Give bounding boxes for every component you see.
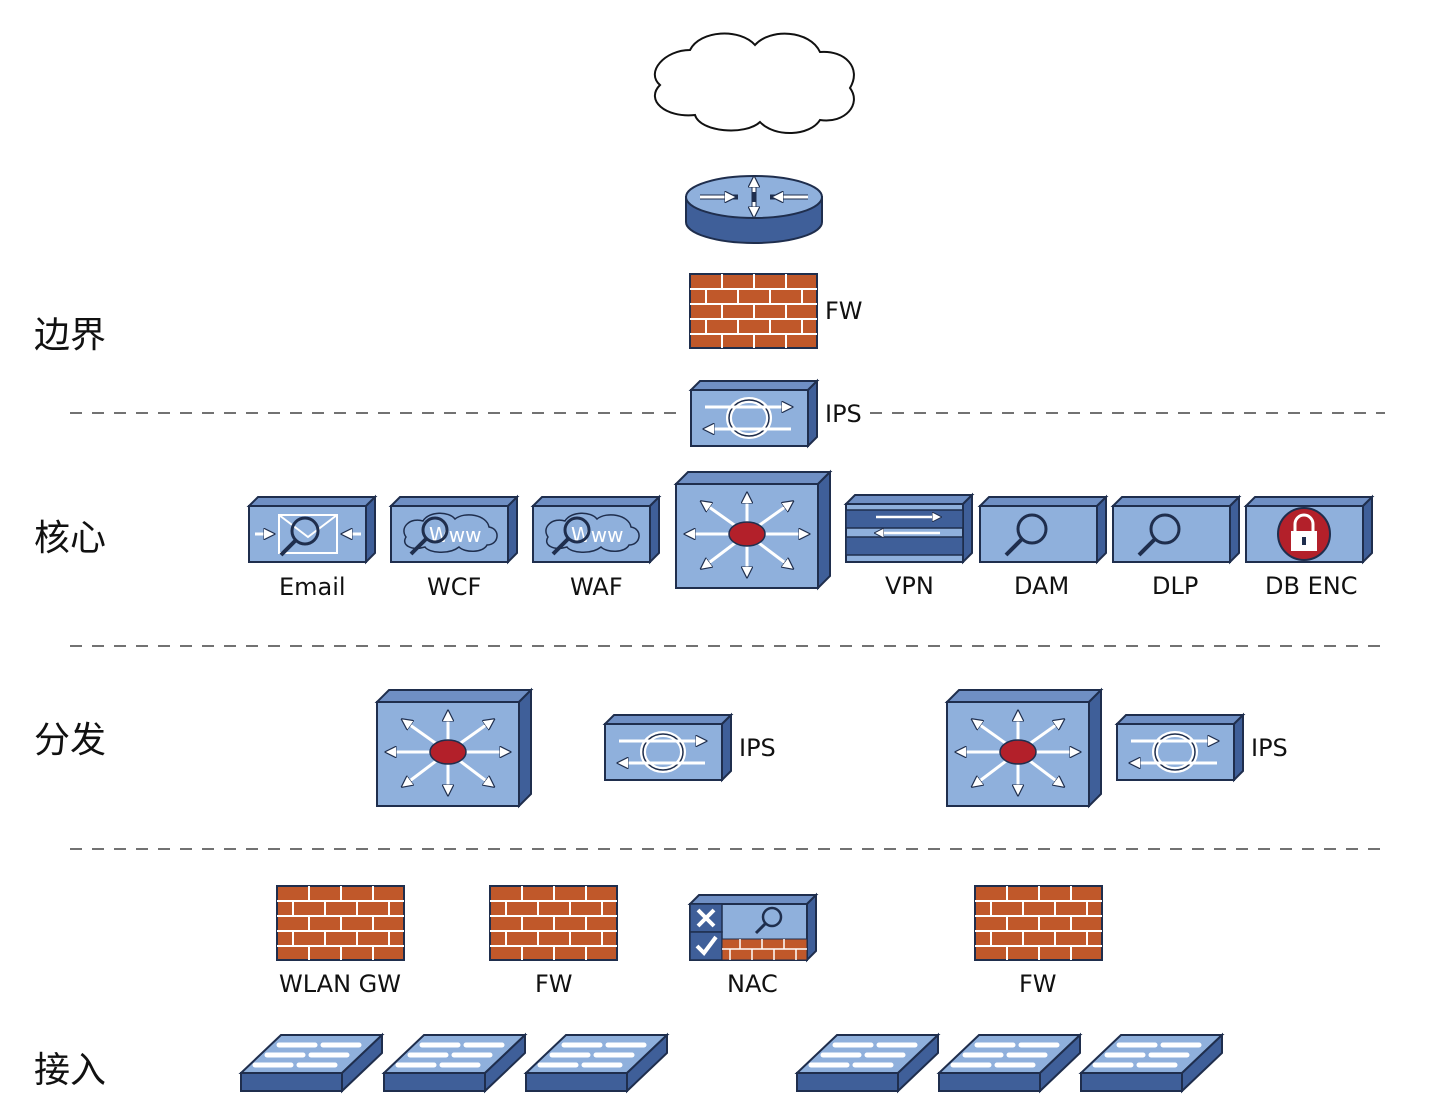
web-content-filter-icon-wcf: Www — [388, 494, 520, 565]
lock-icon-db-enc — [1243, 494, 1375, 565]
vpn-concentrator-icon — [843, 492, 975, 565]
workgroup-switch-icon-3 — [523, 1032, 670, 1094]
dlp-label: DLP — [1152, 572, 1198, 600]
nac-label: NAC — [727, 970, 778, 998]
workgroup-switch-icon-6 — [1078, 1032, 1225, 1094]
access-fw-left-label: FW — [535, 970, 573, 998]
layer-dividers — [70, 412, 1385, 850]
firewall-icon-access-right — [974, 885, 1103, 961]
multilayer-switch-icon-core — [673, 469, 833, 591]
edge-fw-label: FW — [825, 297, 863, 325]
web-content-filter-icon-waf: Www — [530, 494, 662, 565]
multilayer-switch-icon-dist-right — [944, 687, 1104, 809]
magnifier-icon-dam — [977, 494, 1109, 565]
workgroup-switch-icon-4 — [794, 1032, 941, 1094]
layer-label-distribution: 分发 — [34, 720, 106, 761]
workgroup-switch-icon-2 — [381, 1032, 528, 1094]
wcf-label: WCF — [427, 573, 481, 601]
wlan-gw-label: WLAN GW — [279, 970, 401, 998]
firewall-icon-wlan-gw — [276, 885, 405, 961]
firewall-icon-access-left — [489, 885, 618, 961]
dist-ips-left-label: IPS — [739, 734, 776, 762]
multilayer-switch-icon-dist-left — [374, 687, 534, 809]
edge-ips-label: IPS — [825, 400, 862, 428]
wcf-www-text: Www — [429, 523, 482, 547]
db-enc-label: DB ENC — [1265, 572, 1357, 600]
magnifier-icon-dlp — [1110, 494, 1242, 565]
router-icon — [685, 175, 823, 244]
layer-label-access: 接入 — [34, 1050, 106, 1091]
layer-label-core: 核心 — [34, 518, 106, 559]
layer-label-border: 边界 — [34, 315, 106, 356]
ips-icon-edge — [688, 378, 820, 449]
waf-label: WAF — [570, 573, 623, 601]
ips-icon-dist-left — [602, 712, 734, 783]
email-security-icon — [246, 494, 378, 565]
email-label: Email — [279, 573, 346, 601]
access-fw-right-label: FW — [1019, 970, 1057, 998]
workgroup-switch-icon-1 — [238, 1032, 385, 1094]
access-switches — [238, 1032, 1225, 1094]
dist-ips-right-label: IPS — [1251, 734, 1288, 762]
vpn-label: VPN — [885, 572, 934, 600]
ips-icon-dist-right — [1114, 712, 1246, 783]
cloud-icon — [653, 32, 855, 135]
nac-icon — [687, 892, 819, 963]
waf-www-text: Www — [571, 523, 624, 547]
firewall-icon-edge — [689, 273, 818, 349]
dam-label: DAM — [1014, 572, 1069, 600]
workgroup-switch-icon-5 — [936, 1032, 1083, 1094]
